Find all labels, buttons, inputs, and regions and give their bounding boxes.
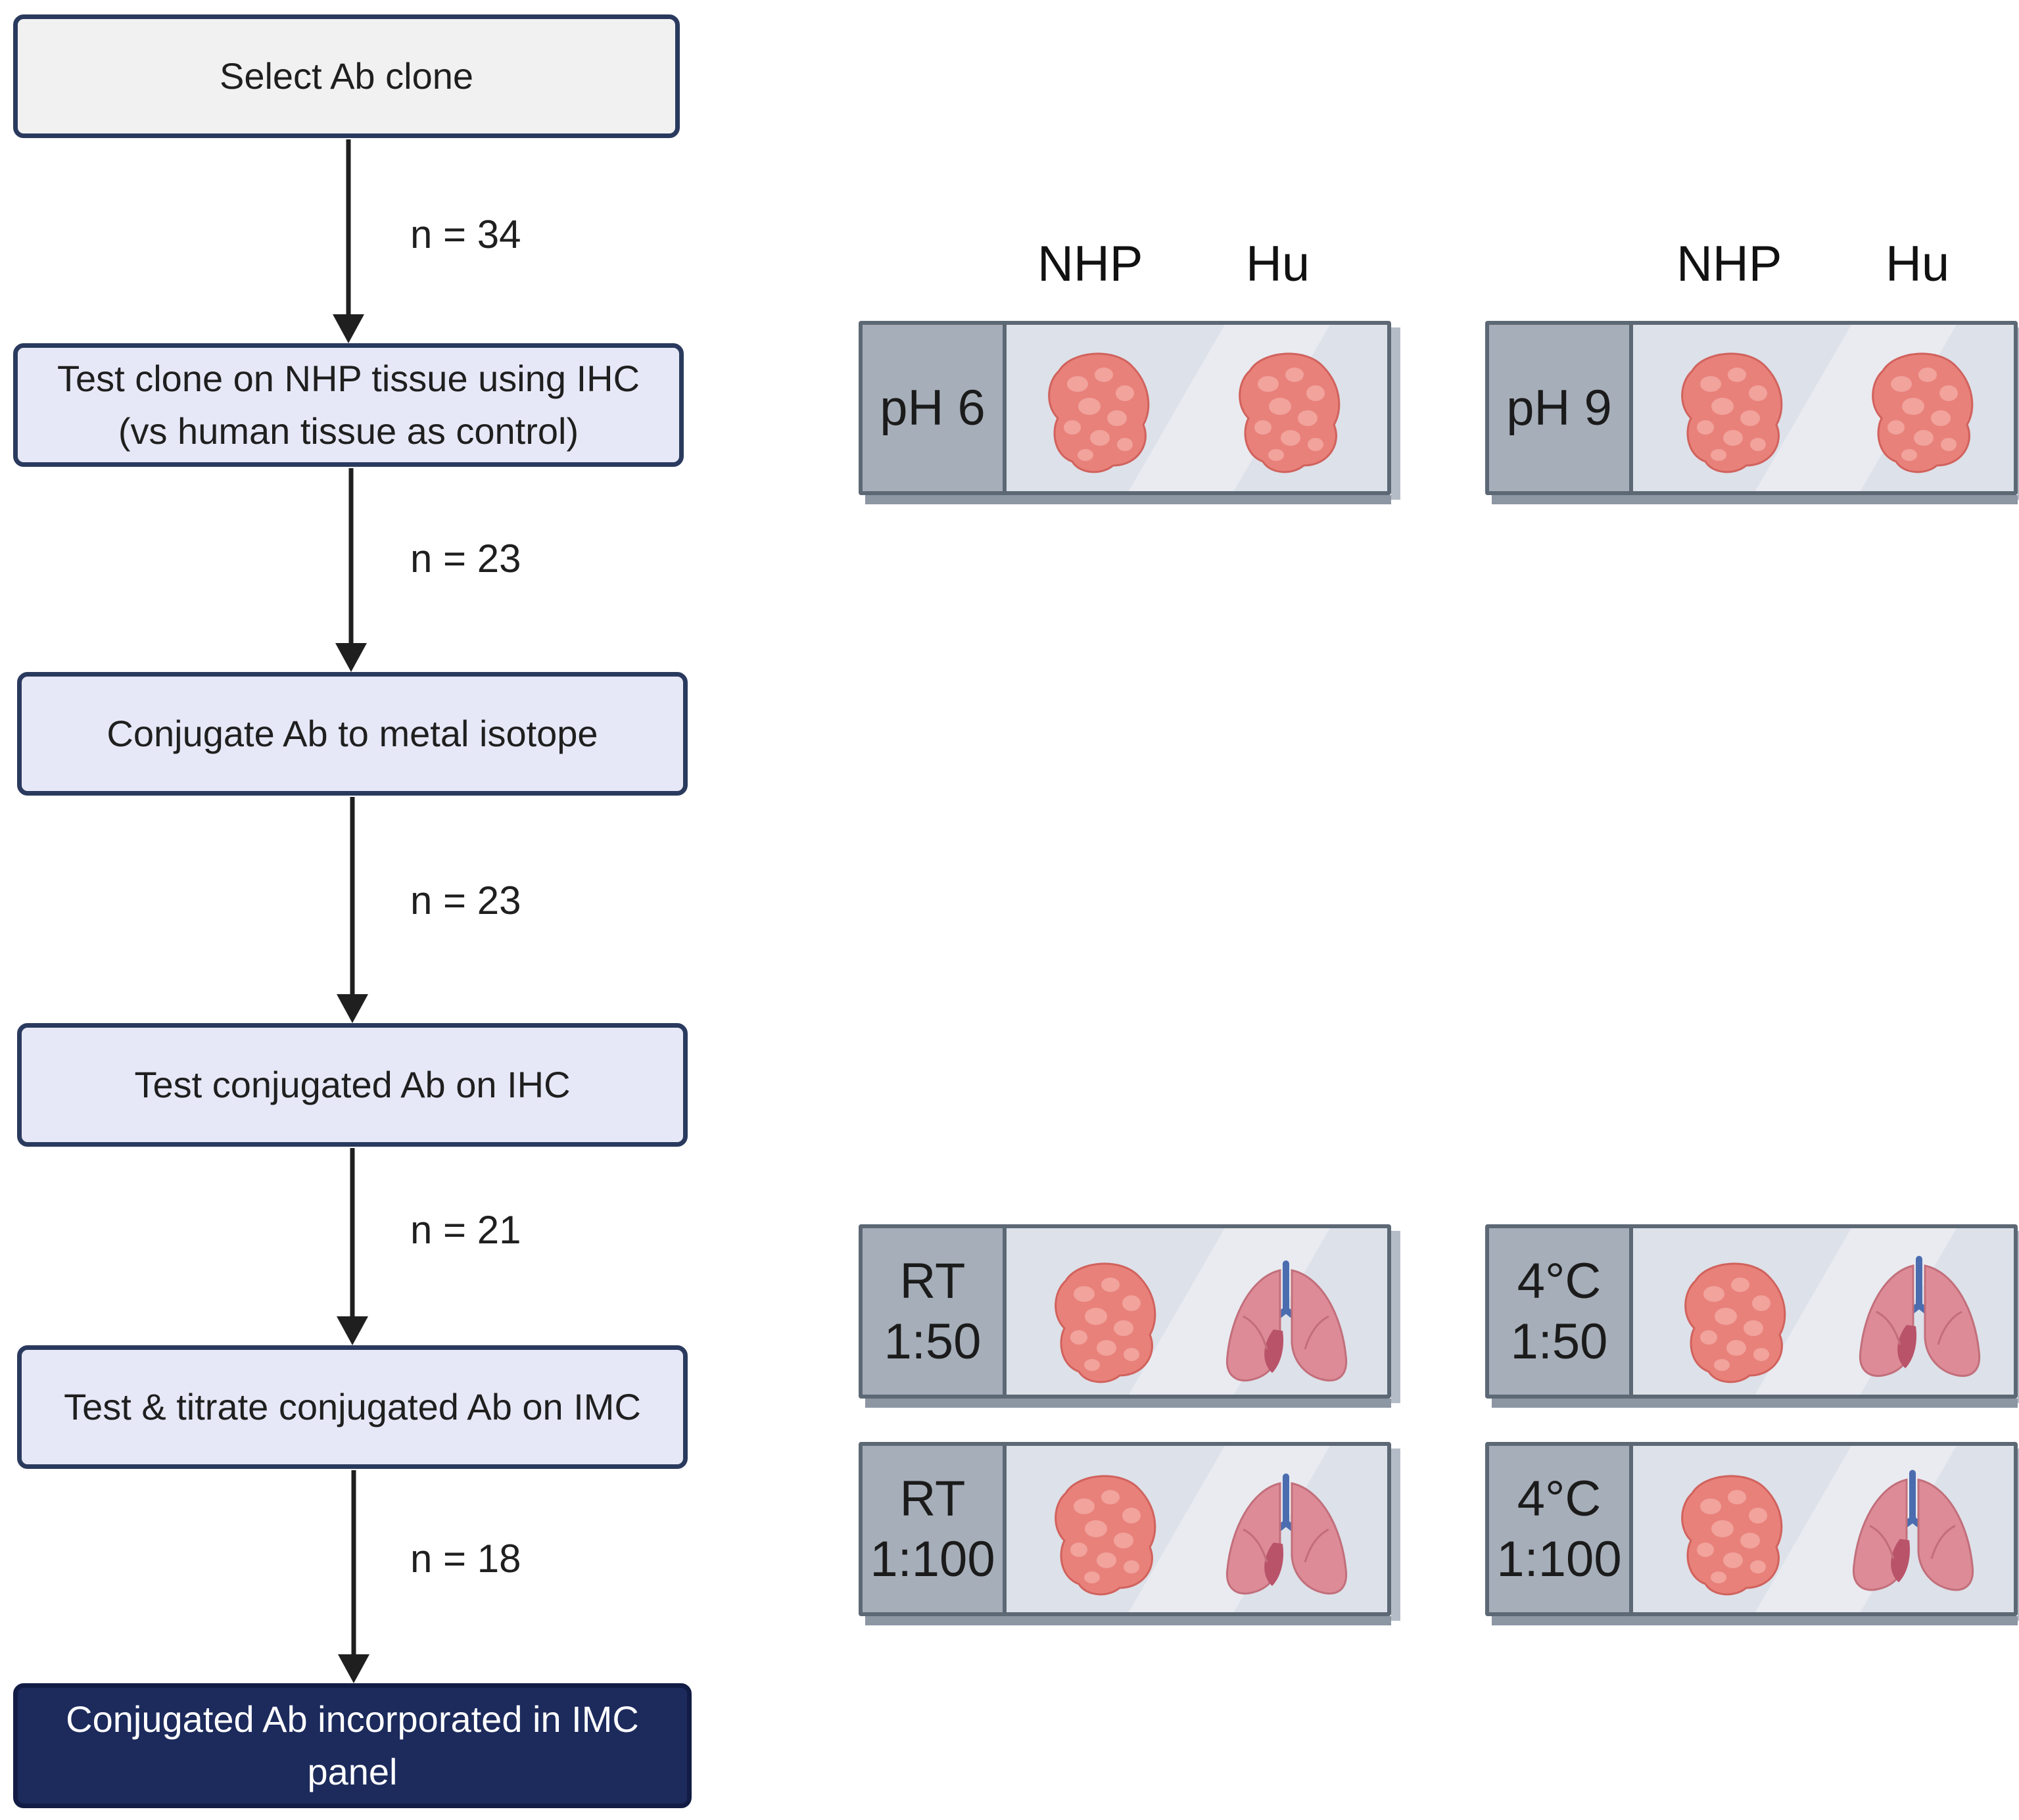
lymph-node-tissue-icon	[1055, 1475, 1156, 1596]
count-label: n = 23	[410, 537, 521, 581]
header-nhp: NHP	[1037, 236, 1143, 292]
step-final-panel: Conjugated Ab incorporated in IMC panel	[13, 1683, 692, 1808]
arrowhead-5	[338, 1654, 369, 1683]
lymph-node-tissue-icon	[1872, 352, 1974, 473]
lymph-node-tissue-icon	[1681, 1475, 1783, 1596]
arrowhead-2	[335, 643, 367, 672]
lung-tissue-icon	[1217, 1454, 1355, 1605]
slide-label: 4°C 1:100	[1485, 1442, 1633, 1616]
slide-side	[2018, 1449, 2019, 1621]
slide-side	[1391, 1449, 1400, 1621]
lymph-node-tissue-icon	[1681, 352, 1783, 473]
slide-edge	[1492, 1616, 2018, 1625]
imc-slide-rt-1-50: RT 1:50	[859, 1224, 1400, 1408]
count-label: n = 21	[410, 1208, 521, 1252]
lung-tissue-icon	[1843, 1449, 1982, 1603]
step-label: Conjugated Ab incorporated in IMC panel	[66, 1698, 639, 1792]
step-test-conjugated-ihc: Test conjugated Ab on IHC	[17, 1023, 688, 1147]
slide-edge	[865, 495, 1391, 504]
header-hu: Hu	[1886, 236, 1950, 292]
slide-edge	[1492, 1399, 2018, 1408]
slide-side	[1391, 1231, 1400, 1403]
slide-label: pH 9	[1485, 321, 1633, 495]
slide-label: 4°C 1:50	[1485, 1224, 1633, 1399]
arrowhead-4	[337, 1316, 368, 1345]
imc-slide-rt-1-100: RT 1:100	[859, 1442, 1400, 1625]
slide-side	[2018, 327, 2019, 500]
count-label: n = 18	[410, 1537, 521, 1581]
lymph-node-tissue-icon	[1055, 1262, 1156, 1383]
lymph-node-tissue-icon	[1239, 352, 1341, 473]
lymph-node-tissue-icon	[1048, 352, 1150, 473]
step-label: Test & titrate conjugated Ab on IMC	[64, 1386, 641, 1427]
header-nhp: NHP	[1676, 236, 1782, 292]
step-label: Conjugate Ab to metal isotope	[107, 713, 598, 754]
lung-tissue-icon	[1217, 1244, 1355, 1389]
imc-slide-4c-1-50: 4°C 1:50	[1485, 1224, 2019, 1408]
header-hu: Hu	[1246, 236, 1310, 292]
slide-label: RT 1:50	[859, 1224, 1007, 1399]
arrowhead-1	[333, 314, 364, 343]
slide-side	[2018, 1231, 2019, 1403]
count-label: n = 34	[410, 212, 521, 256]
step-label: Test clone on NHP tissue using IHC (vs h…	[57, 358, 640, 452]
imc-slide-4c-1-100: 4°C 1:100	[1485, 1442, 2019, 1625]
count-label: n = 23	[410, 878, 521, 922]
slide-side	[1391, 327, 1400, 500]
slide-label: RT 1:100	[859, 1442, 1007, 1616]
ihc-slide-ph6: pH 6	[859, 321, 1400, 504]
step-label: Select Ab clone	[219, 55, 474, 97]
step-titrate-imc: Test & titrate conjugated Ab on IMC	[17, 1345, 688, 1469]
slide-edge	[1492, 495, 2018, 504]
slide-edge	[865, 1616, 1391, 1625]
step-conjugate: Conjugate Ab to metal isotope	[17, 672, 688, 796]
ihc-slide-ph9: pH 9	[1485, 321, 2019, 504]
step-label: Test conjugated Ab on IHC	[134, 1064, 571, 1105]
step-test-nhp-ihc: Test clone on NHP tissue using IHC (vs h…	[13, 343, 684, 467]
arrowhead-3	[337, 994, 368, 1023]
lymph-node-tissue-icon	[1684, 1262, 1786, 1383]
lung-tissue-icon	[1850, 1236, 1988, 1387]
slide-edge	[865, 1399, 1391, 1408]
step-select-clone: Select Ab clone	[13, 14, 680, 138]
slide-label: pH 6	[859, 321, 1007, 495]
